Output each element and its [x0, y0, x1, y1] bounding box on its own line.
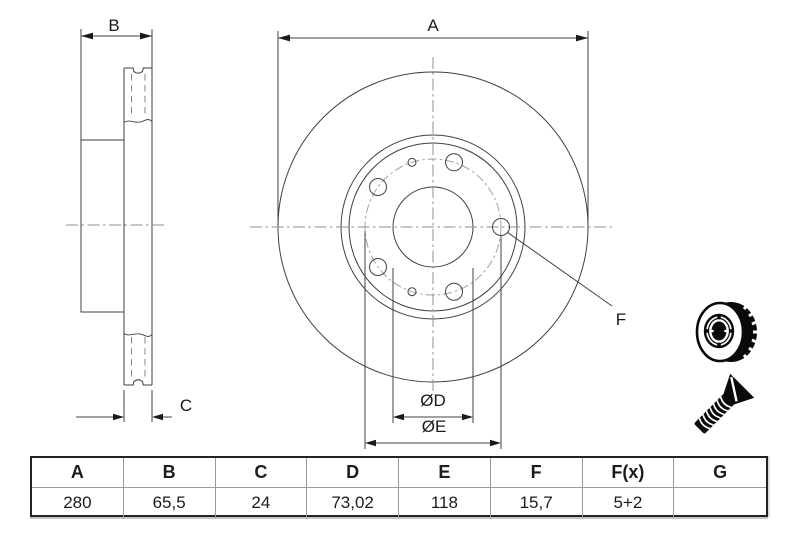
table-header-fx: F(x)	[582, 458, 675, 488]
dimension-table: A B C D E F F(x) G 280 65,5 24 73,02 118…	[30, 456, 768, 518]
vent-dashed-lines	[131, 74, 146, 381]
dimension-label-a: A	[427, 16, 439, 35]
dimension-label-c: C	[180, 396, 192, 415]
side-view	[66, 29, 172, 422]
table-value-f: 15,7	[491, 488, 583, 518]
dimension-label-b: B	[108, 16, 119, 35]
table-header-g: G	[674, 458, 766, 488]
table-value-c: 24	[216, 488, 308, 518]
front-view	[250, 31, 613, 449]
table-value-e: 118	[399, 488, 491, 518]
dimension-label-f: F	[616, 310, 626, 329]
table-value-fx: 5+2	[583, 488, 675, 518]
screw-icon	[694, 373, 755, 434]
hub-bolt-dots	[705, 315, 733, 347]
screw-threads	[698, 396, 732, 430]
table-value-a: 280	[32, 488, 124, 518]
table-header-e: E	[399, 458, 491, 488]
table-header-b: B	[123, 458, 216, 488]
hole-leader-line	[506, 231, 613, 307]
brake-disc-drawing: B C	[66, 16, 758, 449]
rim-vent-slots	[742, 304, 758, 360]
brake-disc-photo-icon	[695, 301, 758, 363]
table-value-g	[674, 488, 766, 518]
wheel-bolt-holes	[369, 153, 510, 301]
table-header-f: F	[490, 458, 583, 488]
locating-holes	[407, 157, 417, 297]
dimension-label-e: ØE	[422, 417, 447, 436]
table-header-c: C	[215, 458, 308, 488]
table-header-d: D	[307, 458, 399, 488]
dimension-label-d: ØD	[420, 391, 446, 410]
table-value-d: 73,02	[307, 488, 399, 518]
table-header-a: A	[32, 458, 124, 488]
table-value-b: 65,5	[124, 488, 216, 518]
